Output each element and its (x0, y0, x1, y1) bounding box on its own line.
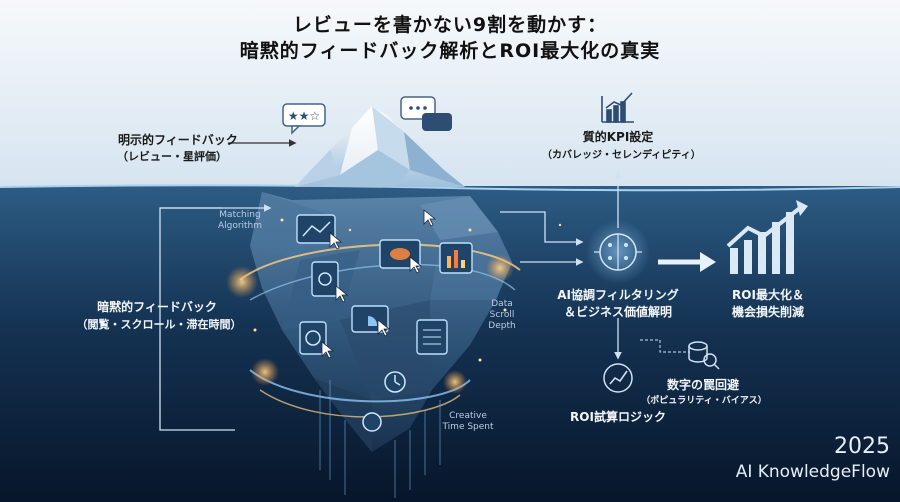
roi-growth-icon (726, 200, 808, 274)
matching-line-1: Matching (219, 210, 261, 220)
chat-bubble-icon (400, 96, 452, 131)
data-scroll-depth-label: Data Scroll Depth (480, 299, 524, 332)
waterline (0, 184, 900, 192)
data-streams (319, 380, 441, 498)
screen-details (302, 221, 465, 346)
matching-line-2: Algorithm (217, 221, 263, 231)
roi-logic-label: ROI試算ロジック (570, 410, 666, 424)
roi-max-line-2: 機会損失削減 (731, 305, 804, 319)
kpi-label: 質的KPI設定 (582, 130, 654, 144)
glow-spot (251, 358, 279, 386)
trap-connector (640, 339, 690, 353)
flow-to-ai (500, 211, 584, 246)
explicit-feedback-sub: （レビュー・星評価） (117, 150, 227, 163)
clock-icon (362, 412, 382, 432)
data-line-1: Data (491, 299, 513, 309)
data-line-3: Depth (488, 321, 516, 331)
glow-spot (486, 254, 514, 282)
ai-label-line-1: AI協調フィルタリング (557, 288, 679, 302)
kpi-sub: （カバレッジ・セレンディピティ） (542, 150, 701, 161)
glow-spot (443, 370, 467, 394)
explicit-feedback-label: 明示的フィードバック (118, 133, 238, 147)
cursor-icon (335, 285, 349, 303)
star-icons: ★★☆ (288, 109, 320, 123)
data-swirl (226, 243, 521, 418)
sky-background (0, 0, 900, 188)
matching-algorithm-label: Matching Algorithm (212, 210, 268, 232)
clock-icons (362, 371, 406, 432)
implicit-feedback-label: 暗黙的フィードバック (97, 300, 217, 314)
ai-label-line-2: ＆ビジネス価値解明 (563, 305, 672, 319)
trap-label: 数字の罠回避 (666, 378, 739, 392)
cursor-icon (329, 232, 343, 250)
data-line-2: Scroll (489, 310, 515, 320)
review-bubble: ★★☆ (282, 103, 326, 135)
cursor-icon (377, 319, 391, 337)
cursor-icons (321, 209, 437, 359)
screen-icon (299, 321, 327, 355)
screen-icon (311, 261, 339, 297)
roi-logic-icon (603, 363, 633, 393)
cursor-icon (423, 209, 437, 227)
title-line-1: レビューを書かない9割を動かす： (292, 14, 608, 36)
to-roimax-arrowhead (700, 252, 716, 272)
title-line-2: 暗黙的フィードバック解析とROI最大化の真実 (239, 40, 661, 62)
iceberg-tip (295, 106, 465, 187)
cursor-icon (321, 341, 335, 359)
sparkle-particles (253, 218, 582, 362)
creative-line-1: Creative (449, 411, 487, 421)
kpi-chart-icon (601, 92, 634, 123)
glow-spot (226, 266, 258, 298)
roi-max-line-1: ROI最大化＆ (732, 288, 804, 302)
footer-year: 2025 (834, 434, 890, 459)
ai-brain-icon (586, 220, 650, 284)
footer-brand: AI KnowledgeFlow (735, 462, 890, 482)
creative-line-2: Time Spent (442, 422, 494, 432)
cursor-icon (409, 256, 423, 274)
magnifier-database-icon (688, 341, 720, 370)
implicit-feedback-sub: （閲覧・スクロール・滞在時間） (76, 318, 242, 331)
creative-time-label: Creative Time Spent (437, 411, 499, 433)
trap-sub: （ポピュラリティ・バイアス） (641, 396, 767, 406)
